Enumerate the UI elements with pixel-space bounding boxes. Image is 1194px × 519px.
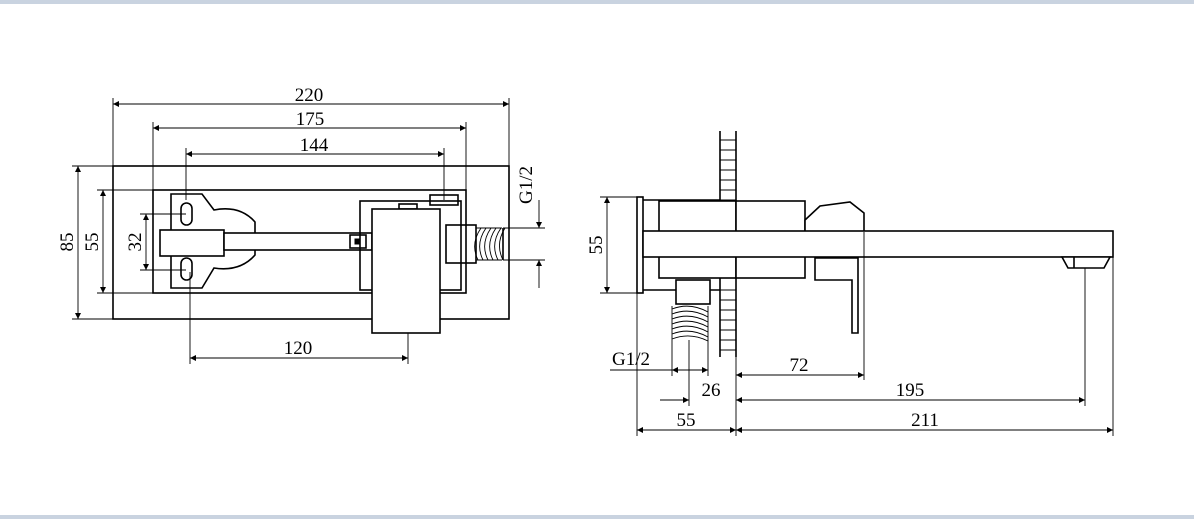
label-220: 220 <box>295 85 324 106</box>
outer-cover-plate <box>112 165 510 320</box>
bottom-frame-bar <box>0 515 1194 519</box>
valve-inlet-block <box>445 224 477 264</box>
inlet-thread <box>474 227 506 261</box>
side-lever-top <box>804 201 865 233</box>
label-55-side: 55 <box>586 236 607 255</box>
lever-handle <box>371 208 441 334</box>
top-frame-bar <box>0 0 1194 4</box>
side-cover-plate <box>636 196 644 294</box>
side-inlet-thread <box>671 305 709 342</box>
spout-aerator <box>1060 256 1112 269</box>
label-175: 175 <box>296 109 325 130</box>
side-view: 55 G1/2 26 72 195 55 211 <box>586 131 1114 436</box>
label-32: 32 <box>125 233 146 252</box>
side-lever-handle <box>814 257 859 334</box>
label-55-depth: 55 <box>677 410 696 431</box>
label-211: 211 <box>911 410 939 431</box>
label-26: 26 <box>702 380 721 401</box>
spout-outlet <box>159 229 225 257</box>
label-thread-front: G1/2 <box>516 166 537 204</box>
label-72: 72 <box>790 355 809 376</box>
label-55-front: 55 <box>82 233 103 252</box>
label-195: 195 <box>896 380 925 401</box>
label-144: 144 <box>300 135 329 156</box>
label-85: 85 <box>57 233 78 252</box>
inner-box <box>152 189 467 294</box>
front-view: 220 175 144 120 85 55 32 G1/2 <box>57 85 545 364</box>
label-120: 120 <box>284 338 313 359</box>
side-spout <box>642 230 1114 258</box>
label-thread-side: G1/2 <box>612 349 650 370</box>
fixing-slot-bottom <box>180 257 193 281</box>
side-inlet-block <box>675 279 711 305</box>
